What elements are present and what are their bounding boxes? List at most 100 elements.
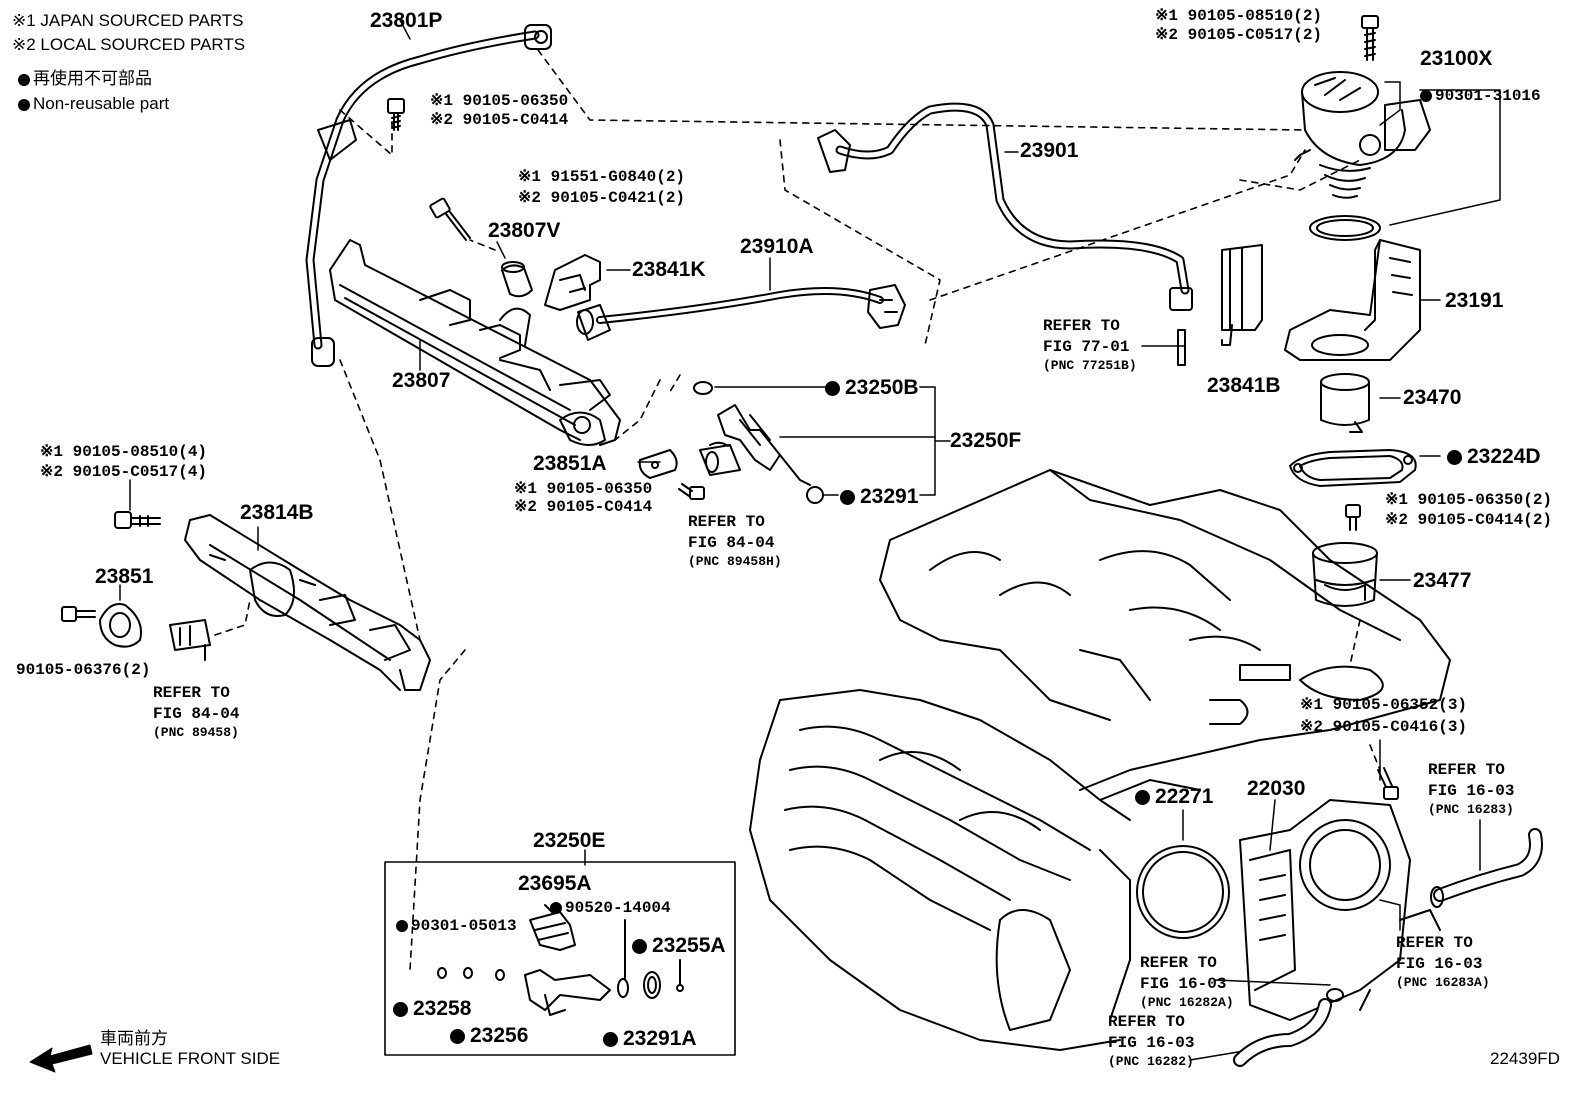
non-reusable-dot-icon	[1135, 790, 1150, 805]
label-23801P[interactable]: 23801P	[370, 9, 443, 32]
pn-bolt-sensor-1[interactable]: ※1 90105-06350	[514, 480, 653, 498]
label-23100X[interactable]: 23100X	[1420, 47, 1493, 70]
pn-bolt-pump-2[interactable]: ※2 90105-C0517(2)	[1155, 26, 1323, 44]
pn-bolt-rail-1[interactable]: ※1 91551-G0840(2)	[518, 168, 686, 186]
label-23470[interactable]: 23470	[1403, 386, 1462, 409]
label-23250F[interactable]: 23250F	[950, 429, 1022, 452]
label-23807V[interactable]: 23807V	[488, 219, 561, 242]
throttle-body-22030	[1239, 799, 1441, 1021]
non-reusable-dot-icon	[550, 902, 562, 914]
pn-bolt-left-1[interactable]: ※1 90105-08510(4)	[40, 443, 208, 461]
label-23851[interactable]: 23851	[95, 565, 154, 588]
legend-japan: ※1 JAPAN SOURCED PARTS	[12, 11, 244, 30]
water-hose-16283	[1430, 828, 1543, 908]
engine-block-outline	[749, 469, 1451, 1051]
label-22030[interactable]: 22030	[1247, 777, 1306, 800]
label-23841K[interactable]: 23841K	[632, 258, 706, 281]
bolt-sensor	[678, 483, 705, 500]
water-hose-16282	[1233, 988, 1344, 1067]
non-reusable-dot-icon	[1447, 450, 1462, 465]
front-note-en: VEHICLE FRONT SIDE	[100, 1049, 281, 1068]
connector-23841B	[1177, 244, 1263, 366]
non-reusable-dot-icon	[393, 1002, 408, 1017]
legend-non-reusable-en: Non-reusable part	[18, 95, 169, 112]
non-reusable-dot-icon	[396, 920, 408, 932]
label-23250B[interactable]: 23250B	[825, 377, 919, 398]
label-23191[interactable]: 23191	[1445, 289, 1504, 312]
label-23851A[interactable]: 23851A	[533, 452, 607, 475]
label-23814B[interactable]: 23814B	[240, 501, 314, 524]
pn-bolt-top-2[interactable]: ※2 90105-C0414	[430, 111, 569, 129]
label-23901[interactable]: 23901	[1020, 139, 1079, 162]
bolt-left-small	[61, 606, 96, 622]
pn-bolt-tb-2[interactable]: ※2 90105-C0416(3)	[1300, 718, 1468, 736]
fuel-hose-23901	[817, 102, 1193, 311]
legend-local: ※2 LOCAL SOURCED PARTS	[12, 35, 246, 54]
pn-bolt-top-1[interactable]: ※1 90105-06350	[430, 92, 569, 110]
pn-bolt-rail-2[interactable]: ※2 90105-C0421(2)	[518, 189, 686, 207]
leader-dashes	[214, 49, 1381, 971]
grommet-23851	[99, 603, 142, 648]
label-23910A[interactable]: 23910A	[740, 235, 814, 258]
pn-oring-90301[interactable]: 90301-05013	[396, 918, 517, 934]
housing-23477	[1312, 542, 1378, 607]
non-reusable-dot-icon	[603, 1032, 618, 1047]
label-23291[interactable]: 23291	[840, 486, 918, 507]
non-reusable-dot-icon	[18, 74, 30, 86]
fuel-rail-23807	[329, 239, 621, 446]
fuel-pump-23100X	[1294, 71, 1431, 241]
lifter-23470	[1320, 373, 1370, 433]
pn-bolt-lift-1[interactable]: ※1 90105-06350(2)	[1385, 491, 1553, 509]
collar-23807V	[501, 261, 533, 298]
label-23250E[interactable]: 23250E	[533, 829, 606, 852]
label-23695A[interactable]: 23695A	[518, 872, 592, 895]
non-reusable-dot-icon	[840, 490, 855, 505]
non-reusable-dot-icon	[18, 99, 30, 111]
pn-bolt-pump-1[interactable]: ※1 90105-08510(2)	[1155, 7, 1323, 25]
bolt-left-long	[114, 511, 161, 529]
gasket-22271	[1136, 845, 1230, 939]
cover-23841K	[544, 254, 601, 311]
pn-bolt-lift-2[interactable]: ※2 90105-C0414(2)	[1385, 511, 1553, 529]
left-sensor	[169, 619, 211, 661]
bolt-top-center	[387, 98, 405, 131]
non-reusable-dot-icon	[1420, 90, 1432, 102]
label-22271[interactable]: 22271	[1135, 786, 1213, 807]
front-arrow-icon	[29, 1044, 93, 1073]
fuel-tube-23801P	[305, 19, 552, 367]
label-23807[interactable]: 23807	[392, 369, 451, 392]
pn-bolt-left-2[interactable]: ※2 90105-C0517(4)	[40, 463, 208, 481]
bolt-pump	[1361, 15, 1379, 61]
label-23258[interactable]: 23258	[393, 998, 471, 1019]
fuel-rail-23814B	[184, 514, 431, 691]
pn-ring-90520[interactable]: 90520-14004	[550, 900, 671, 916]
pn-oring-pump[interactable]: 90301-31016	[1420, 88, 1541, 104]
gasket-23224D	[1289, 449, 1417, 487]
insulator-23191	[1284, 239, 1421, 361]
leader-lines	[119, 81, 1501, 1061]
pn-bolt-tb-1[interactable]: ※1 90105-06352(3)	[1300, 696, 1468, 714]
label-23255A[interactable]: 23255A	[632, 935, 726, 956]
bolt-rail	[429, 197, 471, 241]
label-23841B[interactable]: 23841B	[1207, 374, 1281, 397]
non-reusable-dot-icon	[450, 1029, 465, 1044]
label-23224D[interactable]: 23224D	[1447, 446, 1541, 467]
bolt-throttle	[1377, 767, 1399, 800]
pn-bolt-sensor-2[interactable]: ※2 90105-C0414	[514, 498, 653, 516]
non-reusable-dot-icon	[825, 381, 840, 396]
bolt-lift	[1345, 504, 1361, 531]
label-23256[interactable]: 23256	[450, 1025, 528, 1046]
legend-non-reusable-jp: 再使用不可部品	[18, 70, 152, 87]
plate-23851A	[638, 449, 678, 479]
label-23477[interactable]: 23477	[1413, 569, 1472, 592]
pn-bolt-left-small[interactable]: 90105-06376(2)	[16, 661, 151, 679]
label-23291A[interactable]: 23291A	[603, 1028, 697, 1049]
